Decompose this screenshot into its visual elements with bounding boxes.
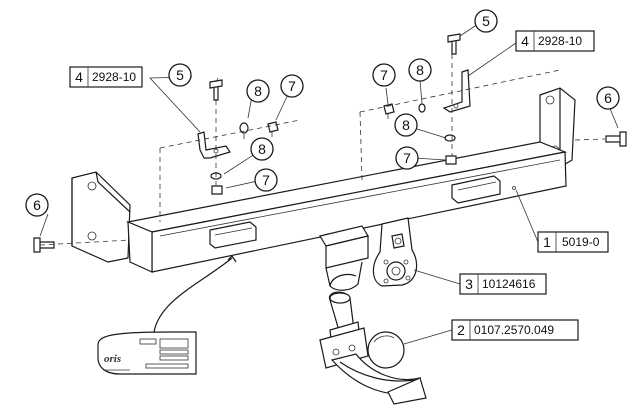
callout-7-a: 7 [280, 74, 304, 98]
callout-7-c: 7 [372, 63, 396, 87]
callout-7-d: 7 [395, 146, 419, 170]
svg-text:7: 7 [380, 67, 388, 83]
callout-6-left: 6 [25, 193, 49, 217]
leader-lines [39, 23, 619, 345]
bolt-6-left [33, 237, 55, 253]
svg-text:5: 5 [482, 13, 490, 29]
ball-neck [319, 291, 427, 405]
svg-text:4: 4 [521, 33, 529, 49]
part-label-4-right: 4 2928-10 [515, 30, 595, 52]
callout-8-d: 8 [394, 113, 418, 137]
nut-7-d [445, 155, 457, 165]
callout-6-right: 6 [596, 86, 620, 110]
callout-7-b: 7 [254, 168, 278, 192]
callout-8-c: 8 [408, 58, 432, 82]
svg-text:3: 3 [465, 276, 473, 292]
bolt-5-left [209, 79, 223, 101]
svg-text:0107.2570.049: 0107.2570.049 [474, 323, 554, 337]
svg-text:8: 8 [258, 141, 266, 157]
svg-text:8: 8 [254, 83, 262, 99]
svg-text:8: 8 [416, 62, 424, 78]
part-label-4-left: 4 2928-10 [69, 66, 143, 88]
nut-7-a [267, 121, 279, 133]
svg-text:5: 5 [176, 67, 184, 83]
svg-text:7: 7 [403, 150, 411, 166]
svg-text:1: 1 [543, 234, 551, 250]
svg-text:7: 7 [262, 172, 270, 188]
svg-text:2928-10: 2928-10 [92, 70, 136, 84]
svg-text:4: 4 [75, 69, 83, 85]
washer-8-a [239, 122, 249, 134]
svg-text:7: 7 [288, 78, 296, 94]
washer-8-d [444, 134, 456, 142]
part-label-3: 3 10124616 [459, 273, 547, 295]
plate-logo: oris [104, 353, 121, 365]
assembly-lines [39, 54, 606, 246]
callout-5-left: 5 [168, 63, 192, 87]
part-label-1: 1 5019-0 [537, 231, 609, 253]
svg-text:2928-10: 2928-10 [538, 34, 582, 48]
svg-text:6: 6 [33, 197, 41, 213]
part-label-2: 2 0107.2570.049 [451, 319, 579, 341]
nut-7-c [383, 103, 395, 115]
svg-text:8: 8 [402, 117, 410, 133]
svg-text:6: 6 [604, 90, 612, 106]
callout-5-right: 5 [474, 9, 498, 33]
nut-7-b [211, 185, 223, 195]
svg-text:10124616: 10124616 [482, 277, 536, 291]
bolt-6-right [605, 131, 627, 147]
crossbar-assembly [71, 87, 576, 291]
svg-text:2: 2 [457, 322, 465, 338]
bolt-5-right [447, 33, 461, 55]
right-bracket [442, 69, 471, 113]
callout-8-b: 8 [250, 137, 274, 161]
identification-plate: oris [97, 255, 237, 375]
callout-8-a: 8 [246, 79, 270, 103]
left-bracket [197, 131, 231, 159]
washer-8-c [418, 103, 426, 113]
svg-text:5019-0: 5019-0 [562, 235, 600, 249]
